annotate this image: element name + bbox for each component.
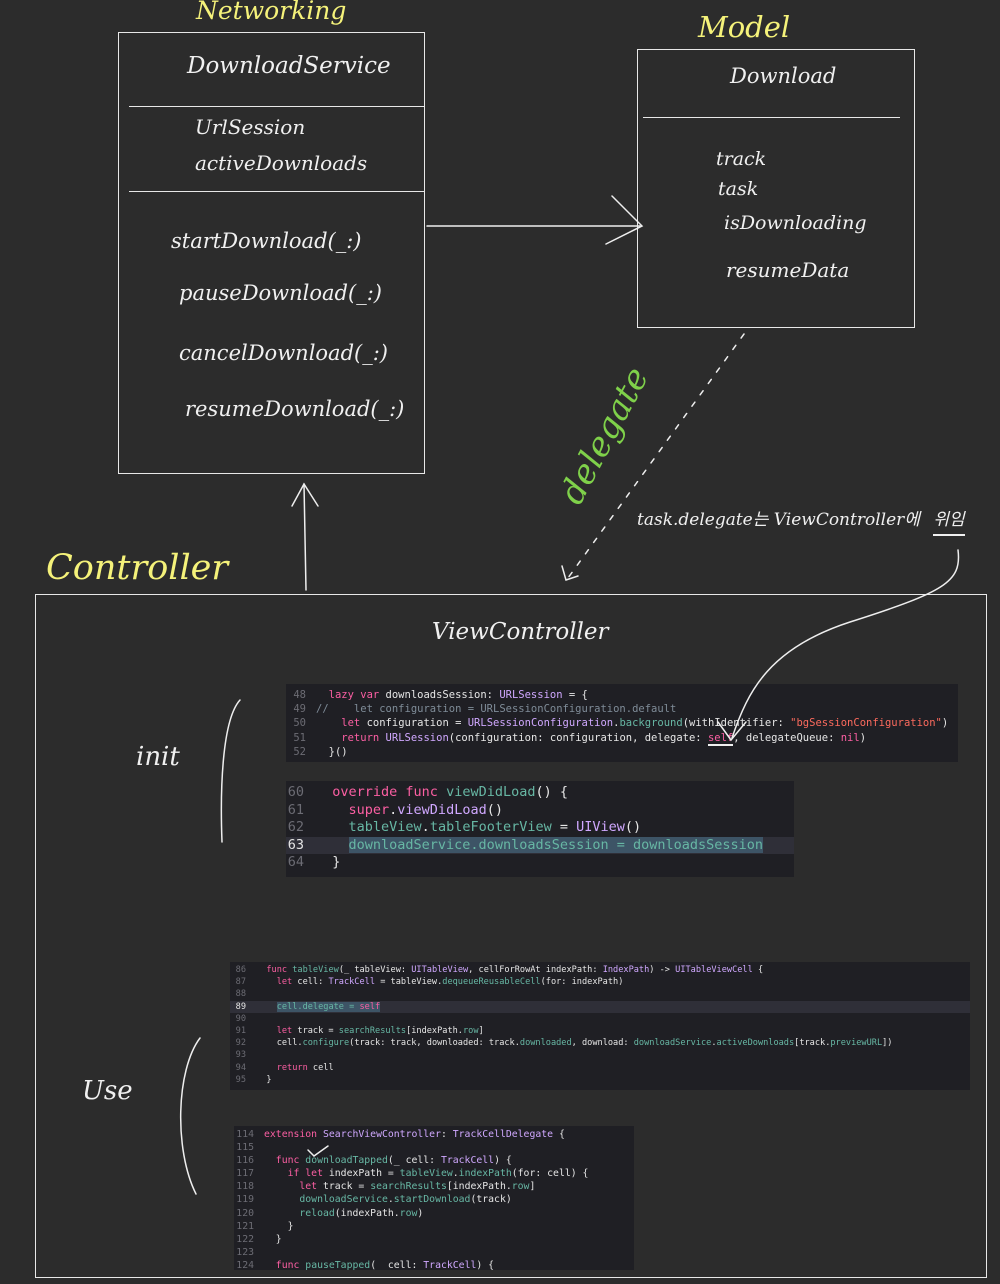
delegate-annotation: task.delegate는 ViewController에 위임 — [637, 505, 965, 536]
annotation-prefix: task.delegate는 ViewController에 — [637, 510, 920, 530]
line-number: 49 — [293, 703, 306, 716]
line-number: 63 — [287, 836, 304, 853]
line-number: 51 — [293, 731, 306, 744]
line-number: 50 — [293, 717, 306, 730]
delegate-dashed-arrowhead — [561, 565, 579, 581]
use-label: Use — [82, 1076, 133, 1106]
property-task: task — [718, 178, 759, 200]
line-number: 48 — [293, 689, 306, 701]
annotation-curve-arrow — [731, 549, 960, 739]
line-number: 124 — [236, 1259, 254, 1270]
line-number: 92 — [235, 1038, 246, 1049]
line-number: 123 — [236, 1246, 254, 1258]
method-pause-download: pauseDownload(_:) — [179, 281, 382, 305]
init-bracket — [220, 699, 241, 843]
property-active-downloads: activeDownloads — [195, 151, 368, 175]
download-service-box: DownloadService UrlSession activeDownloa… — [118, 32, 425, 474]
code-block-session: 48 lazy var downloadsSession: URLSession… — [286, 684, 958, 762]
property-is-downloading: isDownloading — [724, 212, 867, 234]
line-number: 122 — [236, 1233, 254, 1245]
use-bracket — [180, 1037, 201, 1195]
line-number: 52 — [293, 745, 306, 758]
line-number: 64 — [287, 854, 304, 871]
line-number: 118 — [236, 1181, 254, 1193]
controller-label: Controller — [46, 548, 229, 588]
annotation-curve-arrowhead — [717, 721, 747, 742]
controller-to-service-arrowhead — [291, 482, 319, 507]
property-urlsession: UrlSession — [195, 115, 306, 139]
check-mark-icon — [307, 1145, 329, 1157]
download-service-title: DownloadService — [187, 53, 391, 79]
controller-to-service-arrow — [303, 483, 307, 591]
controller-box: ViewController — [35, 594, 987, 1278]
line-number: 88 — [235, 989, 246, 1000]
download-model-title: Download — [730, 64, 837, 88]
networking-label: Networking — [196, 0, 347, 25]
line-number: 119 — [236, 1194, 254, 1206]
line-number: 89 — [235, 1001, 246, 1012]
method-cancel-download: cancelDownload(_:) — [179, 341, 388, 365]
line-number: 115 — [236, 1142, 254, 1154]
code-block-cellforrow: 86 func tableView(_ tableView: UITableVi… — [230, 962, 970, 1090]
service-to-model-arrowhead — [605, 195, 644, 245]
property-track: track — [716, 148, 767, 170]
annotation-emphasis: 위임 — [933, 505, 965, 536]
line-number: 121 — [236, 1220, 254, 1232]
delegate-dashed-arrow — [567, 333, 745, 579]
line-number: 61 — [287, 801, 304, 818]
method-resume-download: resumeDownload(_:) — [185, 397, 405, 421]
line-number: 116 — [236, 1155, 254, 1167]
line-number: 114 — [236, 1129, 254, 1140]
download-model-box: Download track task isDownloading resume… — [637, 49, 915, 328]
line-number: 95 — [235, 1074, 246, 1085]
line-number: 117 — [236, 1168, 254, 1180]
line-number: 94 — [235, 1062, 246, 1073]
line-number: 62 — [287, 819, 304, 836]
line-number: 60 — [287, 784, 304, 800]
property-resume-data: resumeData — [726, 258, 850, 282]
line-number: 86 — [235, 965, 246, 975]
line-number: 87 — [235, 977, 246, 988]
init-label: init — [136, 742, 180, 772]
method-start-download: startDownload(_:) — [171, 229, 362, 253]
view-controller-title: ViewController — [432, 619, 609, 645]
line-number: 91 — [235, 1026, 246, 1037]
code-block-viewdidload: 60 override func viewDidLoad() { 61 supe… — [286, 781, 794, 877]
model-label: Model — [698, 10, 791, 44]
line-number: 93 — [235, 1050, 246, 1061]
line-number: 90 — [235, 1013, 246, 1024]
line-number: 120 — [236, 1207, 254, 1219]
